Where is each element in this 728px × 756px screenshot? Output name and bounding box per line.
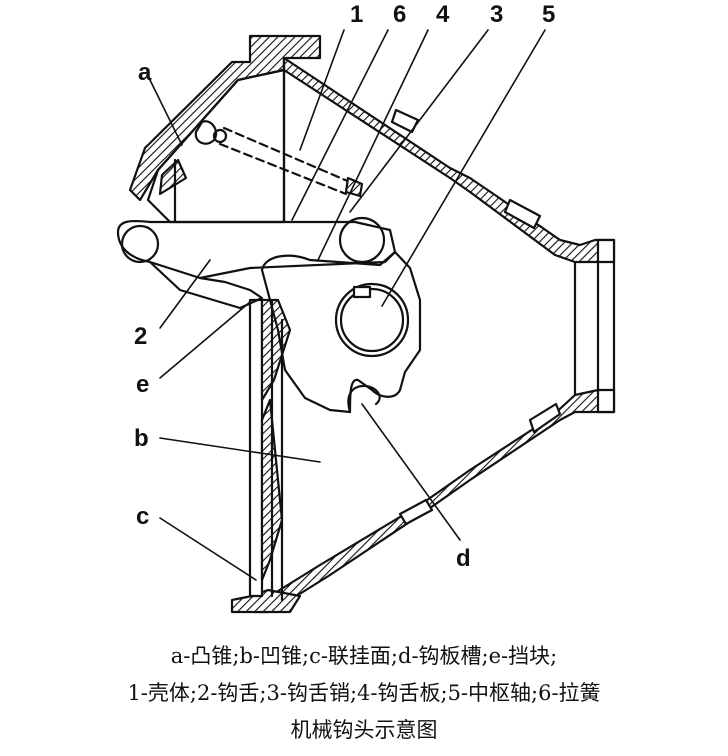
label-4: 4 — [436, 1, 450, 28]
label-e: e — [136, 371, 149, 398]
label-1: 1 — [350, 1, 363, 28]
pivot-shaft — [334, 282, 410, 358]
leader-lines — [149, 29, 546, 581]
caption-legend-numbers: 1-壳体;2-钩舌;3-钩舌销;4-钩舌板;5-中枢轴;6-拉簧 — [127, 681, 601, 705]
label-b: b — [134, 425, 149, 452]
label-6: 6 — [393, 1, 406, 28]
tension-spring — [194, 120, 364, 198]
coupling-face-plate — [248, 298, 292, 602]
figure-title: 机械钩头示意图 — [290, 718, 438, 742]
caption-legend-letters: a-凸锥;b-凹锥;c-联挂面;d-钩板槽;e-挡块; — [170, 644, 558, 668]
housing-upper-wall — [128, 34, 616, 264]
housing-lower-wall — [230, 388, 616, 614]
knuckle-pin — [338, 216, 386, 264]
housing-rear-flange — [573, 238, 616, 414]
label-5: 5 — [542, 1, 555, 28]
label-2: 2 — [134, 323, 147, 350]
label-c: c — [136, 503, 149, 530]
knuckle-plate — [260, 250, 422, 414]
label-d: d — [456, 545, 471, 572]
label-a: a — [138, 59, 152, 86]
label-3: 3 — [490, 1, 503, 28]
